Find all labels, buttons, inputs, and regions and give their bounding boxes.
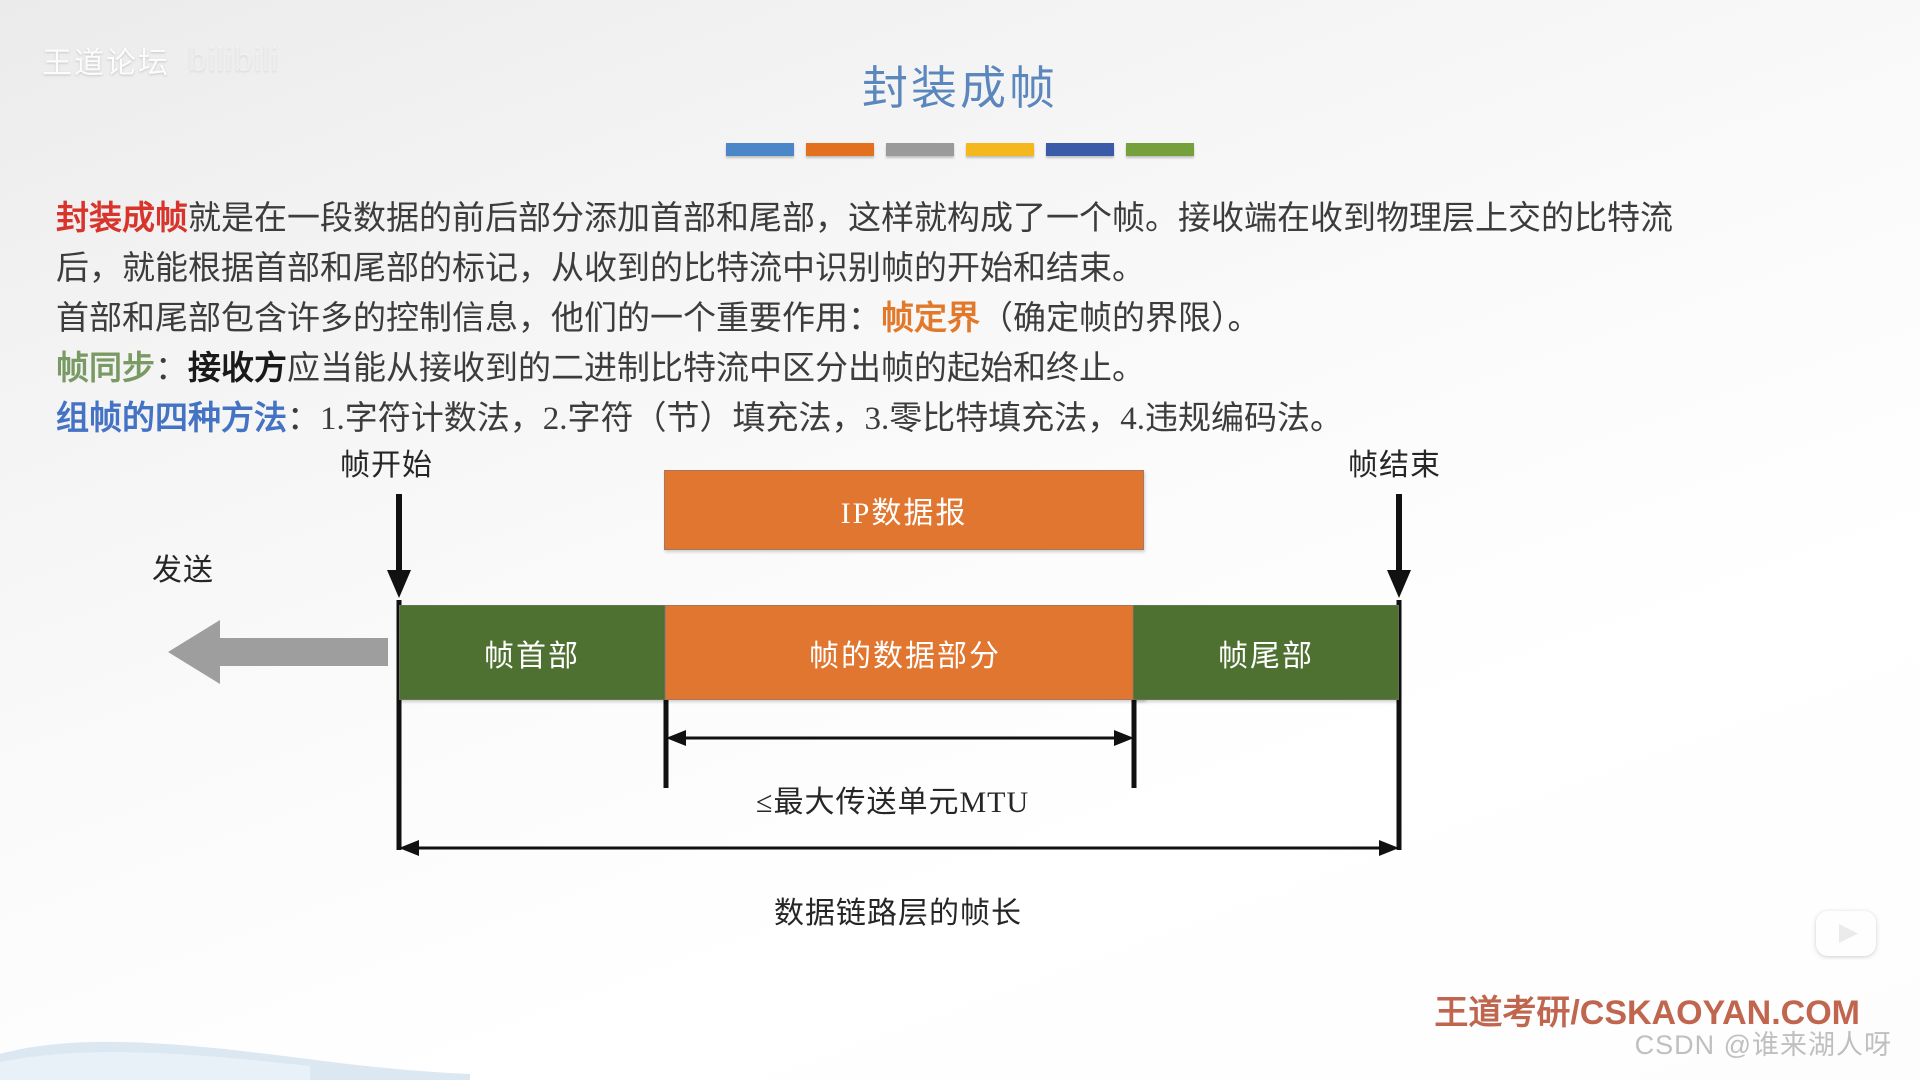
bilibili-tv-play-icon[interactable] — [1810, 898, 1882, 960]
label-frame-length: 数据链路层的帧长 — [774, 897, 1022, 930]
accent-bar-darkblue — [1046, 143, 1114, 156]
term-receiver: 接收方 — [188, 351, 287, 387]
term-encapsulation: 封装成帧 — [56, 201, 188, 237]
frame-data-box: 帧的数据部分 — [665, 605, 1145, 700]
body-line-5: 组帧的四种方法：1.字符计数法，2.字符（节）填充法，3.零比特填充法，4.违规… — [56, 394, 1866, 444]
body-line-4-rest: 应当能从接收到的二进制比特流中区分出帧的起始和终止。 — [287, 351, 1145, 387]
body-line-3-lead: 首部和尾部包含许多的控制信息，他们的一个重要作用： — [56, 301, 881, 337]
body-line-1-rest: 就是在一段数据的前后部分添加首部和尾部，这样就构成了一个帧。接收端在收到物理层上… — [188, 201, 1673, 237]
accent-bar-green — [1126, 143, 1194, 156]
frame-end-arrow-icon — [1387, 494, 1411, 598]
body-line-2: 后，就能根据首部和尾部的标记，从收到的比特流中识别帧的开始和结束。 — [56, 251, 1145, 287]
frame-header-box: 帧首部 — [399, 605, 665, 700]
frame-trailer-box: 帧尾部 — [1133, 605, 1399, 700]
accent-bar-yellow — [966, 143, 1034, 156]
body-text-block: 封装成帧就是在一段数据的前后部分添加首部和尾部，这样就构成了一个帧。接收端在收到… — [56, 194, 1866, 444]
decorative-swoosh — [0, 1010, 520, 1080]
frame-encapsulation-diagram: IP数据报 帧首部 帧的数据部分 帧尾部 帧开始 帧结束 发送 ≤最大传送单元M… — [0, 440, 1920, 940]
body-line-3: 首部和尾部包含许多的控制信息，他们的一个重要作用：帧定界（确定帧的界限）。 — [56, 294, 1866, 344]
body-line-3-tail: （确定帧的界限）。 — [980, 301, 1261, 337]
term-frame-sync: 帧同步 — [56, 351, 155, 387]
accent-bar-orange — [806, 143, 874, 156]
label-send: 发送 — [152, 554, 214, 587]
watermark-top-left: 王道论坛 bilibili — [42, 38, 279, 82]
term-four-methods: 组帧的四种方法 — [56, 401, 287, 437]
bilibili-logo-icon: bilibili — [188, 40, 280, 79]
page-title: 封装成帧 — [862, 62, 1058, 114]
body-line-1: 封装成帧就是在一段数据的前后部分添加首部和尾部，这样就构成了一个帧。接收端在收到… — [56, 194, 1866, 244]
label-frame-start: 帧开始 — [340, 449, 433, 482]
body-line-4-colon: ： — [155, 351, 188, 387]
send-direction-arrow-icon — [168, 620, 388, 684]
body-line-5-rest: ：1.字符计数法，2.字符（节）填充法，3.零比特填充法，4.违规编码法。 — [287, 401, 1343, 437]
frame-start-arrow-icon — [387, 494, 411, 598]
accent-bar-blue — [726, 143, 794, 156]
label-frame-end: 帧结束 — [1348, 449, 1441, 482]
frame-length-dimension-arrow — [399, 840, 1399, 856]
mtu-dimension-arrow — [666, 730, 1134, 746]
ip-datagram-box: IP数据报 — [664, 470, 1144, 550]
term-frame-delimiting: 帧定界 — [881, 301, 980, 337]
label-mtu: ≤最大传送单元MTU — [756, 786, 1030, 819]
watermark-forum-text: 王道论坛 — [42, 47, 170, 80]
body-line-4: 帧同步：接收方应当能从接收到的二进制比特流中区分出帧的起始和终止。 — [56, 344, 1866, 394]
footer-branding: 王道考研/CSKAOYAN.COM — [1434, 994, 1860, 1032]
csdn-watermark: CSDN @谁来湖人呀 — [1634, 1030, 1892, 1060]
accent-bar-group — [726, 143, 1194, 156]
accent-bar-gray — [886, 143, 954, 156]
